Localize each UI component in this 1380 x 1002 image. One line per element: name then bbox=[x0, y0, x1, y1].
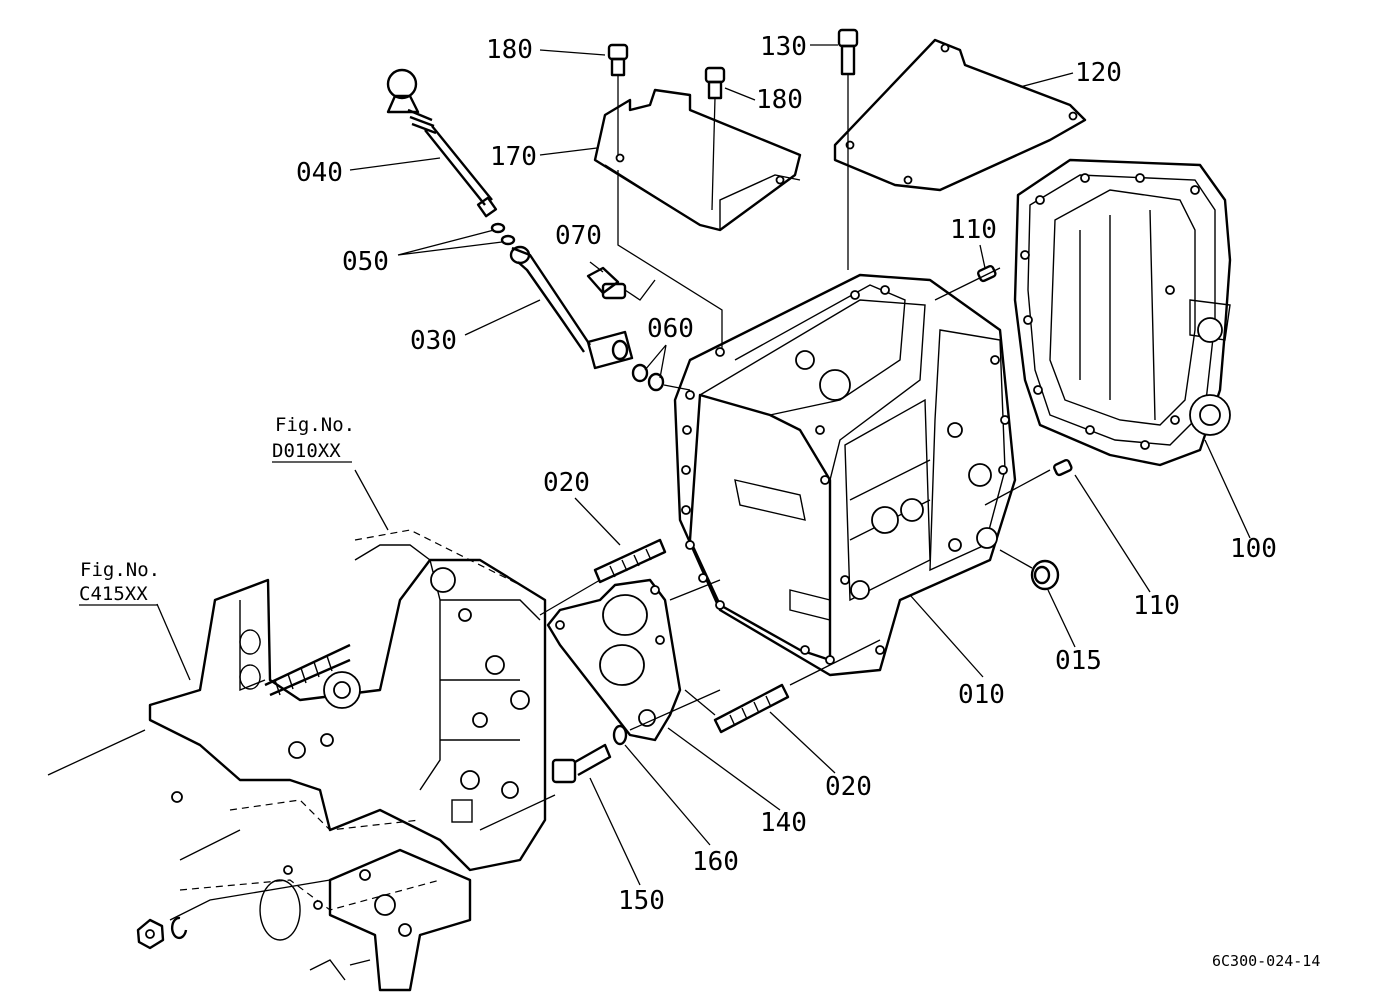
label-140: 140 bbox=[760, 808, 807, 838]
bracket-170 bbox=[593, 88, 802, 232]
leader-lines bbox=[156, 44, 1251, 886]
washer-160 bbox=[612, 724, 628, 746]
label-160: 160 bbox=[692, 847, 739, 877]
label-015: 015 bbox=[1055, 646, 1102, 676]
o-rings-060 bbox=[631, 363, 665, 392]
label-010: 010 bbox=[958, 680, 1005, 710]
bolt-130 bbox=[837, 28, 859, 76]
label-060: 060 bbox=[647, 314, 694, 344]
center-lines bbox=[47, 74, 1051, 921]
cover-plate-120 bbox=[833, 38, 1087, 192]
stud-020-lower bbox=[713, 683, 790, 734]
dipstick-040 bbox=[386, 68, 498, 218]
label-110-a: 110 bbox=[950, 215, 997, 245]
related-assembly bbox=[148, 529, 547, 992]
figure-references: Fig.No. D010XX Fig.No. C415XX bbox=[79, 414, 355, 606]
tube-030 bbox=[509, 245, 634, 370]
bolt-180-a bbox=[607, 43, 629, 77]
ref-d010xx-line2: D010XX bbox=[272, 440, 341, 462]
label-020-b: 020 bbox=[825, 772, 872, 802]
label-040: 040 bbox=[296, 158, 343, 188]
label-120: 120 bbox=[1075, 58, 1122, 88]
label-180-a: 180 bbox=[486, 35, 533, 65]
part-labels: 180 180 130 120 170 040 050 070 110 030 … bbox=[296, 32, 1277, 916]
ref-c415xx-line2: C415XX bbox=[79, 583, 148, 605]
nut-and-washer-lower bbox=[136, 916, 188, 950]
label-030: 030 bbox=[410, 326, 457, 356]
catalog-code: 6C300-024-14 bbox=[1212, 952, 1320, 970]
bolt-180-b bbox=[704, 66, 726, 100]
label-110-b: 110 bbox=[1133, 591, 1180, 621]
plug-070 bbox=[586, 266, 627, 300]
label-180-b: 180 bbox=[756, 85, 803, 115]
label-050: 050 bbox=[342, 247, 389, 277]
label-020-a: 020 bbox=[543, 468, 590, 498]
ref-c415xx-line1: Fig.No. bbox=[80, 559, 160, 581]
pin-110-b bbox=[1053, 458, 1073, 477]
o-rings-050 bbox=[490, 222, 516, 246]
plug-015 bbox=[1030, 559, 1060, 591]
label-170: 170 bbox=[490, 142, 537, 172]
rear-cover-100 bbox=[1013, 158, 1232, 467]
label-150: 150 bbox=[618, 886, 665, 916]
ref-d010xx-line1: Fig.No. bbox=[275, 414, 355, 436]
pin-110-a bbox=[977, 264, 997, 283]
label-100: 100 bbox=[1230, 534, 1277, 564]
bolt-150 bbox=[551, 743, 612, 784]
label-070: 070 bbox=[555, 221, 602, 251]
stud-020-upper bbox=[593, 538, 667, 584]
transmission-case-010 bbox=[673, 273, 1017, 677]
label-130: 130 bbox=[760, 32, 807, 62]
bearing-housing-140 bbox=[546, 578, 682, 742]
